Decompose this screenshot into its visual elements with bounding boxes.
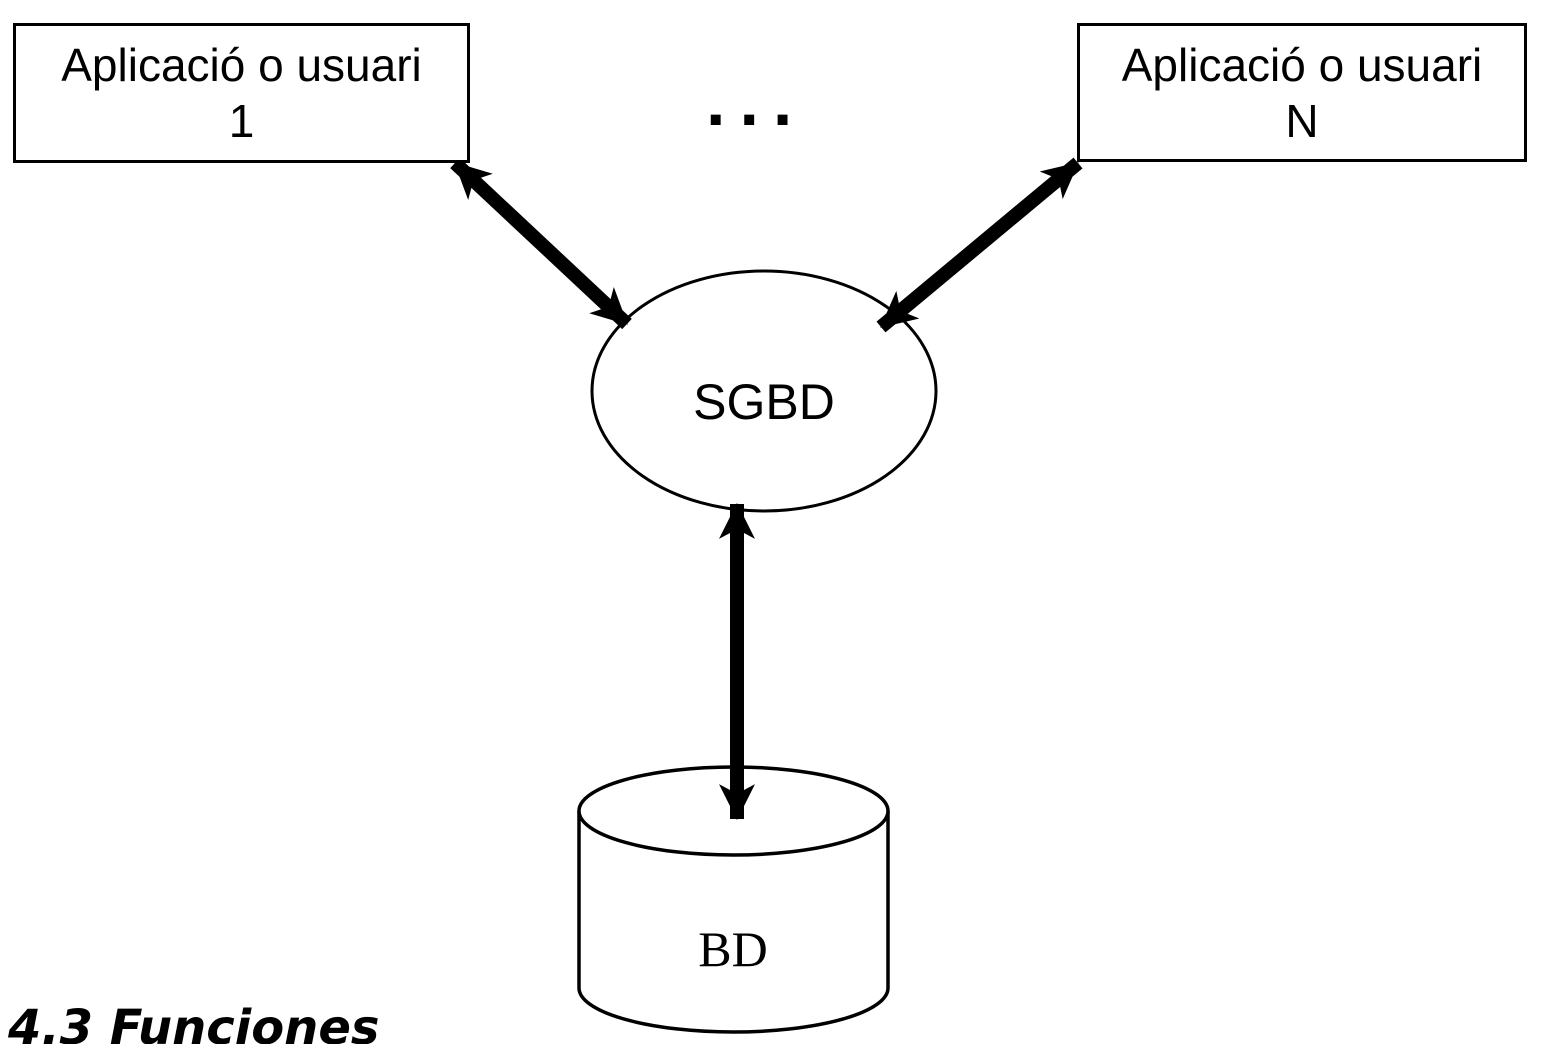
application-box-n-line2: N (1285, 94, 1319, 147)
application-box-n-line1: Aplicació o usuari (1121, 38, 1483, 91)
bd-label: BD (698, 921, 768, 977)
bd-cylinder-body (577, 811, 890, 1034)
connector-appn-sgbd-arrow (876, 157, 1083, 333)
ellipsis-dots: ... (706, 62, 807, 140)
sgbd-ellipse (590, 269, 938, 513)
sgbd-label: SGBD (693, 374, 835, 430)
application-box-1: Aplicació o usuari 1 (13, 23, 470, 163)
application-box-1-line2: 1 (228, 95, 255, 147)
section-heading: 4.3 Funciones (8, 1000, 380, 1044)
connector-app1-sgbd-arrow (450, 157, 632, 330)
application-box-1-line1: Aplicació o usuari (61, 39, 422, 91)
application-box-n: Aplicació o usuari N (1077, 23, 1527, 162)
